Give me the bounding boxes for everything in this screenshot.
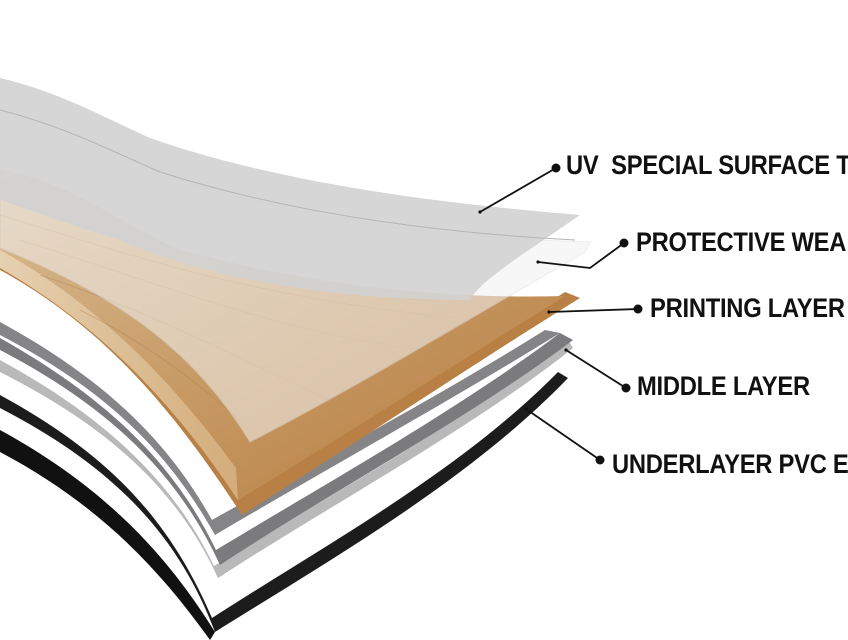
middle-leader-dot (621, 383, 631, 393)
uv-layer-line (0, 109, 576, 241)
wear-layer-label: PROTECTIVE WEA (636, 227, 847, 257)
underlayer-sheet (0, 372, 568, 632)
uv-layer-label: UV SPECIAL SURFACE T (566, 150, 848, 180)
wear-leader (537, 242, 625, 269)
middle-leader (565, 349, 627, 389)
middle-layer-sheet (0, 333, 573, 565)
middle-layer-label: MIDDLE LAYER (637, 371, 810, 401)
printing-layer-edge-light (0, 250, 238, 500)
printing-leader-dot (633, 304, 643, 314)
leader-lines (479, 167, 639, 461)
uv-leader (479, 167, 557, 213)
underlayer-label: UNDERLAYER PVC E (612, 449, 848, 479)
uv-layer-sheet (0, 78, 580, 300)
leader-dots (478, 163, 643, 465)
underlayer-leader-dot (595, 455, 605, 465)
middle-edge-light (0, 340, 573, 578)
middle-layer-top (0, 322, 560, 535)
underlayer-leader (525, 408, 601, 461)
uv-leader-dot (551, 163, 561, 173)
underlayer-edge (0, 430, 215, 640)
printing-leader (548, 308, 639, 313)
wear-leader-dot (619, 238, 629, 248)
printing-layer-label: PRINTING LAYER (650, 293, 845, 323)
